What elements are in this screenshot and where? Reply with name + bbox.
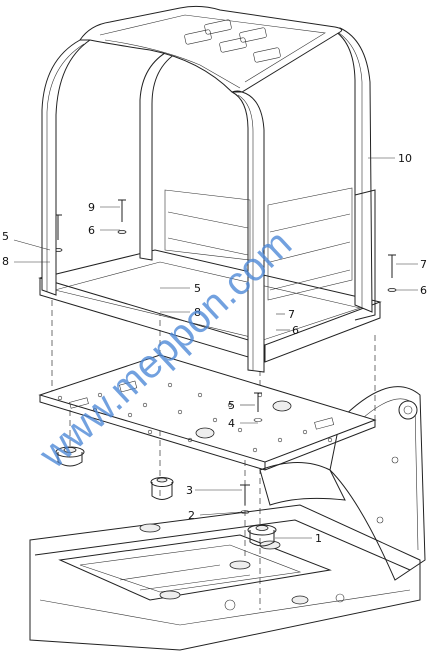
callout-3: 3: [186, 484, 193, 497]
machine-base-frame: [29, 504, 421, 651]
callout-2: 2: [188, 509, 195, 522]
callout-6-upper-left: 6: [88, 224, 95, 237]
callout-8-left: 8: [2, 255, 9, 268]
callout-9: 9: [88, 201, 95, 214]
rubber-mount-center: [150, 477, 174, 500]
cab-frame: [38, 5, 382, 373]
callout-10: 10: [398, 152, 412, 165]
fasteners: [53, 199, 397, 514]
boom-arm: [259, 386, 426, 581]
callout-labels: 10 9 6 5 8 5 8 7 6 7 6 5 4 3 2 1: [2, 152, 427, 545]
rubber-mount-left: [55, 446, 85, 467]
callout-6-center: 6: [292, 324, 299, 337]
callout-1: 1: [315, 532, 322, 545]
callout-4: 4: [228, 417, 235, 430]
rubber-mount-right: [247, 524, 277, 547]
leader-lines: [13, 157, 418, 539]
callout-7-center: 7: [288, 308, 295, 321]
callout-7-right: 7: [420, 258, 427, 271]
callout-5-lower: 5: [228, 399, 235, 412]
callout-5-left: 5: [2, 230, 9, 243]
callout-5-center: 5: [194, 282, 201, 295]
callout-8-center: 8: [194, 306, 201, 319]
callout-6-right: 6: [420, 284, 427, 297]
mounting-plate: [38, 354, 377, 471]
